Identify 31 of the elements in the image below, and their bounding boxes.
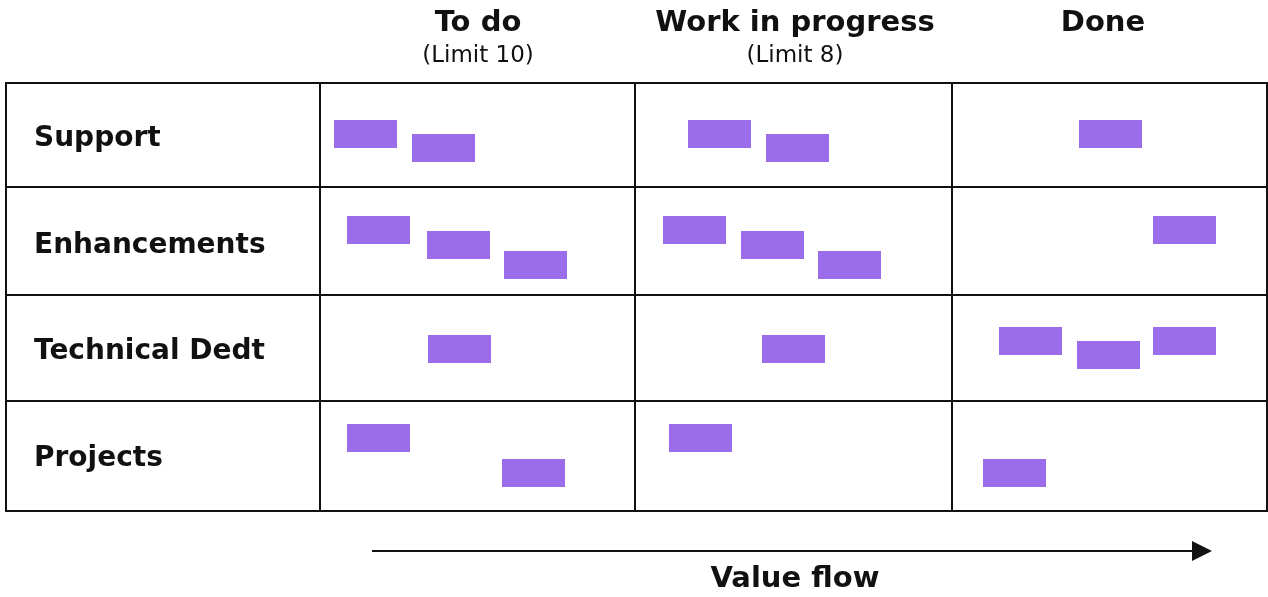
row-label: Enhancements xyxy=(7,190,320,296)
column-title: To do xyxy=(434,4,522,38)
task-card xyxy=(762,335,825,363)
row-label: Technical Dedt xyxy=(7,297,320,402)
limit-note: (Limit 10) xyxy=(422,41,534,67)
column-title: Done xyxy=(1060,4,1146,38)
task-card xyxy=(347,424,410,452)
limit-note: (Limit 8) xyxy=(746,41,844,67)
task-card xyxy=(766,134,829,162)
task-card xyxy=(334,120,397,148)
task-card xyxy=(669,424,732,452)
task-card xyxy=(1153,216,1216,244)
task-card xyxy=(1077,341,1140,369)
task-card xyxy=(428,335,491,363)
task-card xyxy=(1153,327,1216,355)
task-card xyxy=(688,120,751,148)
task-card xyxy=(427,231,490,259)
task-card xyxy=(504,251,567,279)
task-card xyxy=(412,134,475,162)
task-card xyxy=(999,327,1062,355)
task-card xyxy=(818,251,881,279)
axis-label: Value flow xyxy=(710,560,880,594)
task-card xyxy=(983,459,1046,487)
task-card xyxy=(1079,120,1142,148)
task-card xyxy=(741,231,804,259)
column-title: Work in progress xyxy=(655,4,935,38)
task-card xyxy=(502,459,565,487)
task-card xyxy=(663,216,726,244)
row-label: Support xyxy=(7,84,320,188)
row-label: Projects xyxy=(7,404,320,508)
task-card xyxy=(347,216,410,244)
